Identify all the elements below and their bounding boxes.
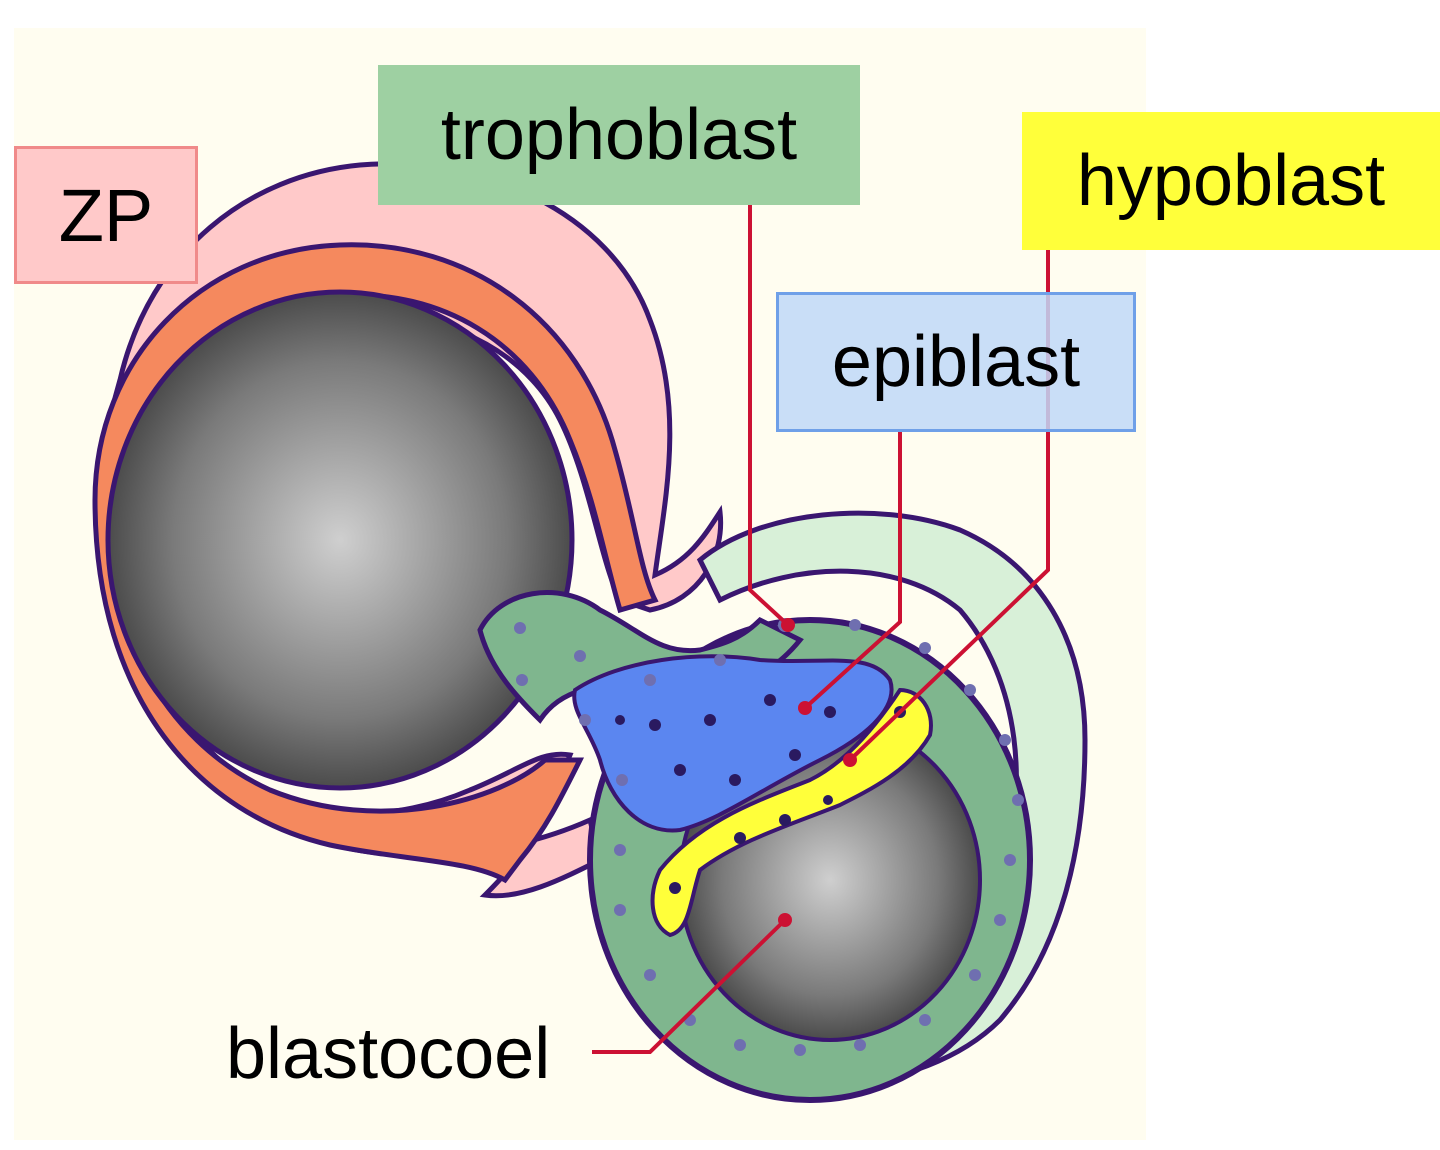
- blastocoel-label: blastocoel: [226, 1012, 550, 1096]
- trophoblast-label: trophoblast: [378, 65, 860, 205]
- trophoblast-nuclei: [514, 618, 1024, 1056]
- epiblast-label-text: epiblast: [831, 322, 1081, 402]
- epiblast-label: epiblast: [776, 292, 1136, 432]
- zp-label-text: ZP: [58, 173, 154, 257]
- trophoblast-leader: [748, 205, 790, 627]
- blastocoel-label-text: blastocoel: [226, 1014, 551, 1094]
- hypoblast-label-text: hypoblast: [1076, 141, 1386, 221]
- zp-label: ZP: [14, 146, 198, 284]
- epiblast-leader: [803, 432, 902, 710]
- blastocoel-leader: [592, 918, 787, 1054]
- epiblast-nuclei: [615, 694, 836, 786]
- trophoblast-label-text: trophoblast: [440, 95, 798, 175]
- hypoblast-label: hypoblast: [1022, 112, 1440, 250]
- leader-dots: [778, 618, 857, 927]
- inner-sphere: [105, 289, 575, 791]
